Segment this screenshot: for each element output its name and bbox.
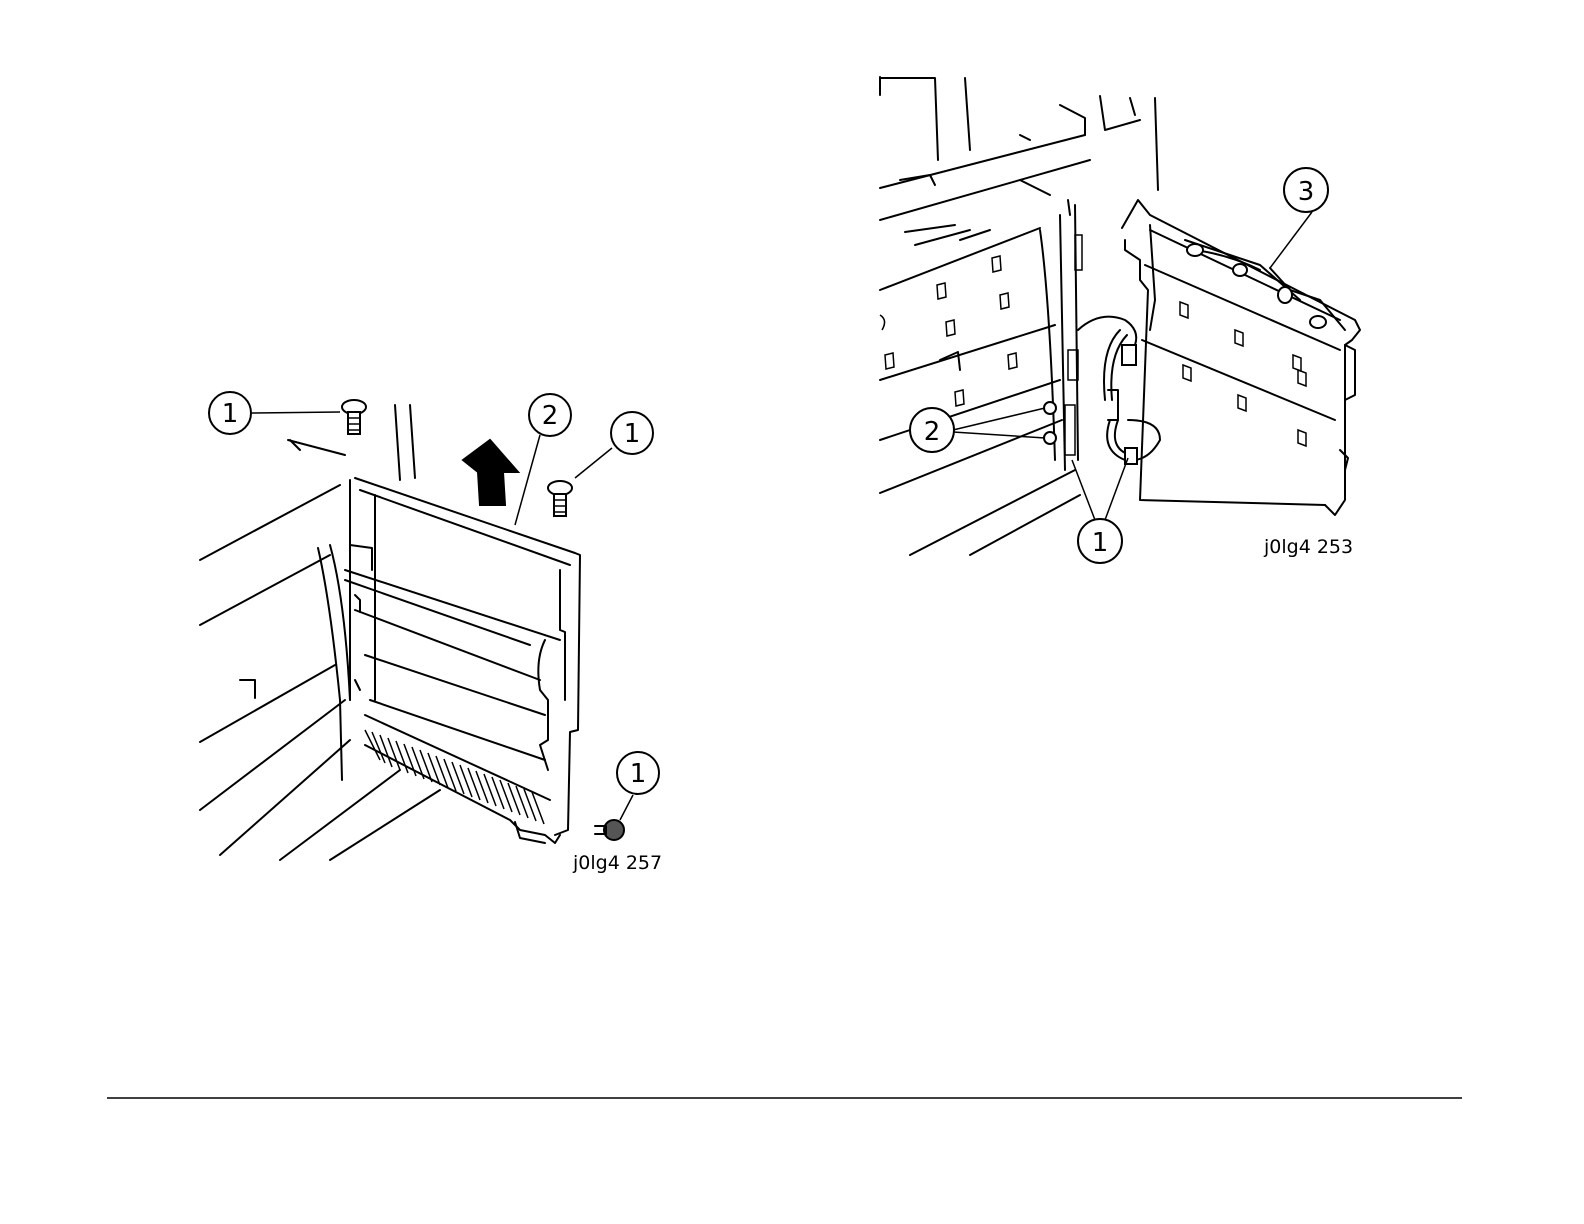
callout-1-bottom-right: 1	[617, 752, 659, 794]
screw-upper	[1044, 402, 1056, 414]
removed-module	[1122, 200, 1360, 515]
callout-2-left: 2	[529, 394, 571, 436]
callout-1-right: 1	[1078, 519, 1122, 563]
wire-harness	[1078, 317, 1160, 464]
svg-text:2: 2	[924, 417, 941, 447]
screw-bottom-right	[595, 820, 624, 840]
callout-1-top-left: 1	[209, 392, 251, 434]
screw-lower	[1044, 432, 1056, 444]
figure-right: 3 2 1 j0lg4 253	[880, 77, 1360, 563]
svg-text:1: 1	[1092, 528, 1109, 558]
callout-2-right: 2	[910, 408, 954, 452]
figure-label-right: j0lg4 253	[1263, 536, 1353, 558]
svg-text:2: 2	[542, 401, 559, 431]
svg-text:1: 1	[630, 759, 647, 789]
machine-frame-left	[200, 405, 440, 860]
figure-label-left: j0lg4 257	[572, 852, 662, 874]
callout-3-right: 3	[1284, 168, 1328, 212]
machine-frame-right	[880, 77, 1158, 555]
svg-text:3: 3	[1298, 177, 1315, 207]
up-arrow-icon	[463, 440, 518, 505]
svg-text:1: 1	[222, 399, 239, 429]
svg-text:1: 1	[624, 419, 641, 449]
rear-panel	[345, 478, 580, 843]
screw-top-left	[342, 400, 366, 434]
figure-left: 1 2 1 1 j0lg4 257	[200, 392, 662, 874]
callout-1-top-right: 1	[611, 412, 653, 454]
screw-top-right	[548, 481, 572, 516]
leader-lines-left	[252, 412, 633, 820]
